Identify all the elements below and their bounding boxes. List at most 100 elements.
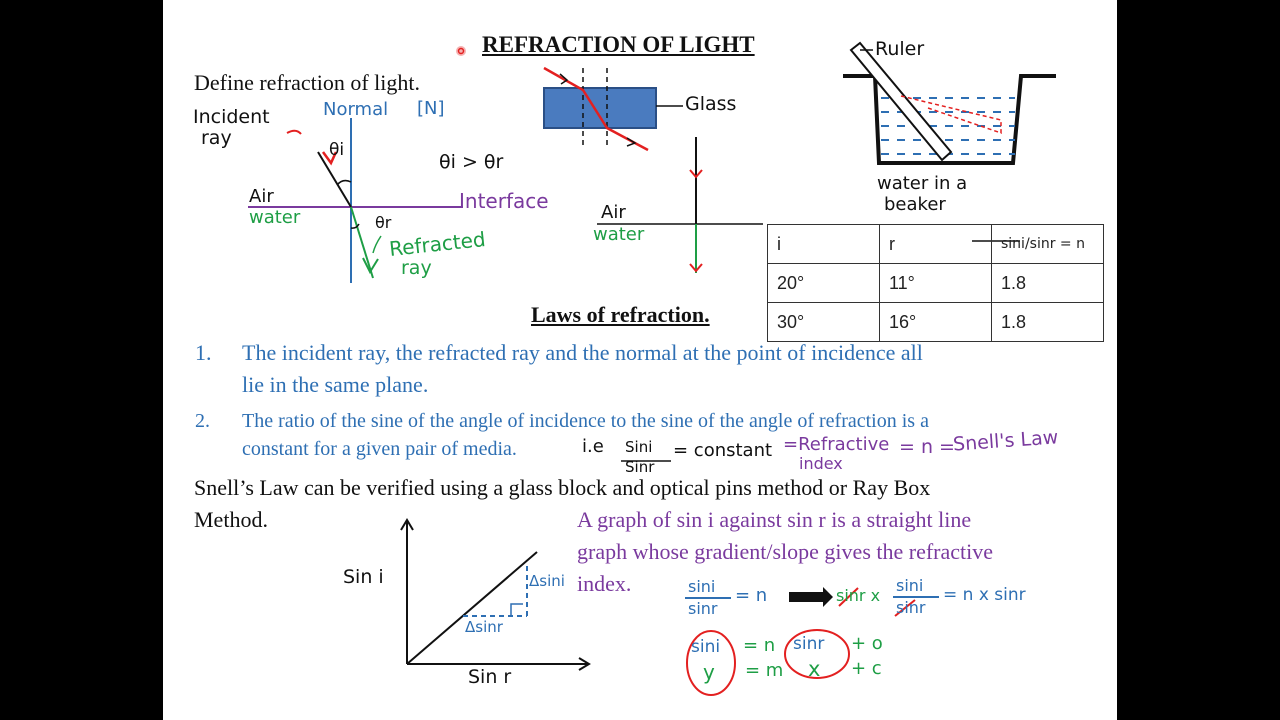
- table-cell: 11°: [879, 263, 992, 303]
- law2-line2: constant for a given pair of media.: [242, 438, 517, 460]
- glass-label: Glass: [685, 93, 737, 115]
- table-header-ratio: sini/sinr = n: [991, 224, 1104, 264]
- table-row: 20° 11° 1.8: [767, 263, 1104, 303]
- down-arrow-icon-1: [689, 169, 703, 179]
- table-header-r: r: [879, 224, 992, 264]
- table-header-row: i r sini/sinr = n: [767, 224, 1104, 264]
- delta-sin-i-label: Δsini: [529, 572, 565, 590]
- ruler: [849, 41, 953, 162]
- normal-label: Normal: [323, 99, 389, 120]
- ruler-label: Ruler: [875, 38, 925, 60]
- angle-i-arc: [336, 179, 352, 186]
- deriv-line4-m: = m: [745, 660, 784, 681]
- law2-line1: The ratio of the sine of the angle of in…: [242, 410, 929, 432]
- deriv-line3-plus: + o: [851, 633, 883, 654]
- refracted-pointer: [372, 235, 382, 254]
- table-row: 30° 16° 1.8: [767, 302, 1104, 342]
- air-label: Air: [249, 186, 274, 207]
- beaker-label-2: beaker: [884, 194, 946, 215]
- deriv-line3-sini: sini: [691, 637, 721, 657]
- circle-x: [784, 629, 850, 679]
- cancel-stroke-1: [838, 587, 859, 607]
- circle-y: [686, 630, 736, 696]
- graph-text-line1: A graph of sin i against sin r is a stra…: [577, 507, 972, 532]
- law2-number: 2.: [195, 410, 210, 432]
- page-title: REFRACTION OF LIGHT: [482, 32, 755, 57]
- deriv-line3-sinr: sinr: [793, 634, 825, 654]
- deriv-line3-n: = n: [743, 635, 776, 656]
- glass-block-diagram: [543, 66, 683, 152]
- right-angle-mark: [510, 603, 523, 616]
- sin-graph: [400, 518, 591, 671]
- glass-ray-arrow-1: [559, 73, 569, 85]
- verify-line2: Method.: [194, 507, 268, 532]
- ie-label: i.e: [582, 436, 604, 457]
- beaker: [843, 74, 1056, 165]
- air2-label: Air: [601, 202, 626, 223]
- refracted-ray: [350, 206, 374, 279]
- incident-ray: [317, 151, 352, 208]
- arrow-right-icon: [789, 587, 833, 607]
- law1-line1: The incident ray, the refracted ray and …: [242, 340, 923, 365]
- glass-ray-arrow-2: [626, 137, 637, 147]
- deriv-step2-num: sini: [896, 576, 924, 595]
- normal-symbol: [N]: [417, 98, 445, 119]
- deriv-step2-den: sinr: [896, 598, 926, 617]
- graph-x-label: Sin r: [468, 666, 512, 688]
- label-pointer-arrow: [286, 129, 302, 135]
- refracted-arrow-icon: [362, 257, 379, 275]
- water-label: water: [249, 207, 301, 228]
- deriv-line4-c: + c: [851, 658, 882, 679]
- deriv-line4-y: y: [703, 660, 715, 684]
- table-header-i: i: [767, 224, 880, 264]
- incident-ray-label-1: Incident: [193, 106, 270, 128]
- law1-line2: lie in the same plane.: [242, 372, 429, 397]
- beaker-label-1: water in a: [877, 173, 968, 194]
- graph-y-label: Sin i: [343, 566, 384, 588]
- deriv-step2-right: = n x sinr: [943, 585, 1026, 605]
- theta-i-label: θi: [329, 140, 345, 160]
- graph-text-line2: graph whose gradient/slope gives the ref…: [577, 539, 994, 564]
- cancel-stroke-2: [894, 599, 916, 617]
- incident-arrow-icon: [321, 151, 338, 166]
- deriv-eq-n: = n: [735, 585, 768, 606]
- angle-comparison: θi > θr: [439, 151, 504, 173]
- eq-refractive: =Refractive: [783, 434, 890, 455]
- derivation-drawings: [621, 240, 1020, 696]
- refraction-diagram: [248, 118, 463, 283]
- deriv-step2-left: sinr x: [836, 586, 881, 605]
- table-cell: 30°: [767, 302, 880, 342]
- table-cell: 16°: [879, 302, 992, 342]
- incident-ray-label-2: ray: [201, 127, 232, 149]
- down-arrow-icon-2: [689, 263, 703, 273]
- normal-incidence-diagram: [597, 137, 763, 273]
- define-prompt: Define refraction of light.: [194, 70, 421, 95]
- interface-label: Interface: [459, 189, 549, 213]
- table-cell: 1.8: [991, 302, 1104, 342]
- verify-line1: Snell’s Law can be verified using a glas…: [194, 475, 931, 500]
- angle-r-arc: [350, 223, 360, 229]
- deriv-frac-num: sini: [688, 577, 716, 596]
- y-axis-arrow-icon: [400, 518, 414, 531]
- eq-index: index: [799, 454, 843, 473]
- delta-sin-r-label: Δsinr: [465, 618, 503, 636]
- laws-heading: Laws of refraction.: [531, 302, 710, 327]
- pointer-dot-icon: [456, 46, 466, 56]
- water2-label: water: [593, 224, 645, 245]
- graph-line: [406, 551, 538, 665]
- apparent-ruler: [900, 95, 1002, 135]
- ie-frac-den: Sinr: [625, 458, 655, 476]
- graph-text-line3: index.: [577, 571, 632, 596]
- x-axis-arrow-icon: [578, 657, 591, 671]
- glass-block: [543, 87, 657, 129]
- eq-n: = n =: [899, 436, 955, 458]
- refracted-ray-label-2: ray: [401, 257, 432, 279]
- deriv-frac-den: sinr: [688, 599, 718, 618]
- ie-frac-num: Sini: [625, 438, 653, 456]
- law1-number: 1.: [195, 340, 212, 365]
- diagram-drawings: [248, 41, 1056, 696]
- table-cell: 20°: [767, 263, 880, 303]
- table-cell: 1.8: [991, 263, 1104, 303]
- pointer-ring-icon: [457, 47, 465, 55]
- beaker-diagram: [843, 41, 1056, 165]
